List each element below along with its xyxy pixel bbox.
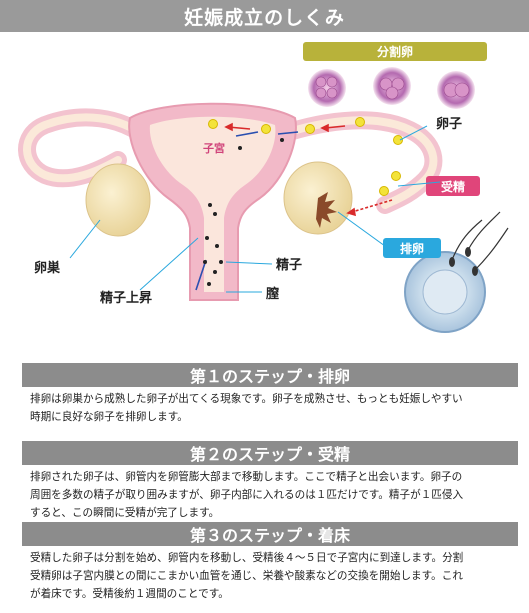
step-3-line-3: が着床です。受精後約１週間のことです。	[30, 588, 229, 600]
step-2-heading-bar: 第２のステップ・受精	[22, 441, 518, 465]
left-ovary	[85, 163, 151, 237]
sperm-ascent-label: 精子上昇	[100, 290, 152, 306]
step-3-body: 受精した卵子は分割を始め、卵管内を移動し、受精後４～５日で子宮内に到達します。分…	[30, 549, 510, 603]
fertilization-badge	[426, 176, 480, 196]
step-3-line-2: 受精卵は子宮内膜との間にこまかい血管を通じ、栄養や酸素などの交換を開始します。こ…	[30, 570, 463, 582]
step-2-body: 排卵された卵子は、卵管内を卵管膨大部まで移動します。ここで精子と出会います。卵子…	[30, 468, 510, 522]
ovulation-label: 排卵	[400, 241, 424, 256]
step-2-line-2: 周囲を多数の精子が取り囲みますが、卵子内部に入れるのは１匹だけです。精子が１匹侵…	[30, 489, 464, 501]
step-2-line-1: 排卵された卵子は、卵管内を卵管膨大部まで移動します。ここで精子と出会います。卵子…	[30, 471, 463, 483]
step-2-heading: 第２のステップ・受精	[189, 445, 350, 464]
fertilization-label: 受精	[441, 179, 465, 194]
title-bar: 妊娠成立のしくみ	[0, 0, 529, 32]
uterus-label: 子宮	[203, 141, 225, 155]
step-1-heading: 第１のステップ・排卵	[189, 367, 350, 386]
step-3-line-1: 受精した卵子は分割を始め、卵管内を移動し、受精後４～５日で子宮内に到達します。分…	[30, 552, 464, 564]
egg-label: 卵子	[436, 116, 462, 132]
step-1-line-2: 時期に良好な卵子を排卵します。	[30, 411, 188, 423]
cleavage-badge	[303, 42, 487, 61]
step-1-line-1: 排卵は卵巣から成熟した卵子が出てくる現象です。卵子を成熟させ、もっとも妊娠しやす…	[30, 393, 463, 405]
step-1-body: 排卵は卵巣から成熟した卵子が出てくる現象です。卵子を成熟させ、もっとも妊娠しやす…	[30, 390, 510, 426]
step-1-heading-bar: 第１のステップ・排卵	[22, 363, 518, 387]
vagina-label: 膣	[266, 286, 279, 302]
step-3-heading-bar: 第３のステップ・着床	[22, 522, 518, 546]
sperm-label: 精子	[276, 257, 302, 273]
egg-path	[208, 117, 403, 196]
ovary-label: 卵巣	[34, 260, 61, 276]
ovulation-badge	[383, 238, 441, 258]
step-3-heading: 第３のステップ・着床	[189, 526, 350, 545]
step-2-line-3: すると、この瞬間に受精が完了します。	[30, 507, 220, 519]
cleavage-egg-2	[373, 67, 411, 105]
reproductive-diagram: 分割卵 受精 排卵 卵子 子宮 卵巣 精子 精子上昇 膣	[18, 42, 509, 333]
cleavage-egg-1	[308, 69, 346, 107]
page-title: 妊娠成立のしくみ	[184, 6, 345, 29]
cleavage-label: 分割卵	[377, 44, 413, 59]
